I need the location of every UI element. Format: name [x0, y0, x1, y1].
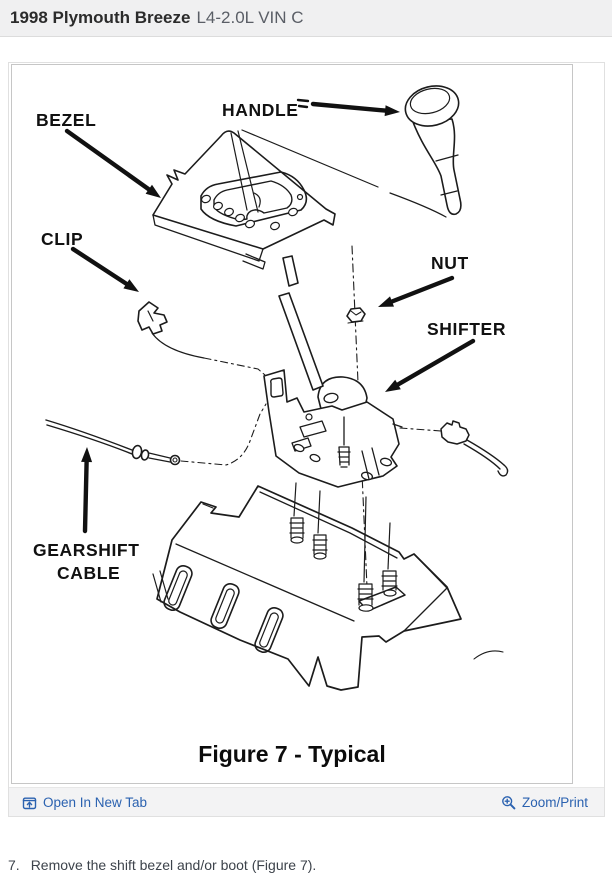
open-in-new-tab-icon — [22, 797, 37, 809]
clip-arrow — [70, 246, 139, 292]
figure-card: BEZEL HANDLE CLIP NUT SHIFTER GEARSHIFT … — [8, 62, 605, 817]
shift-lever-rod — [278, 292, 324, 391]
right-cable-drawing — [399, 420, 509, 477]
shifter-label: SHIFTER — [427, 319, 506, 339]
figure-toolbar: Open In New Tab Zoom/Print — [9, 787, 604, 816]
shifter-arrow — [385, 338, 476, 392]
clip-drawing — [137, 301, 266, 376]
alignment-axis-line — [351, 245, 368, 588]
zoom-magnifier-icon — [502, 795, 516, 809]
callout-arrows — [64, 98, 476, 534]
open-in-new-tab-link[interactable]: Open In New Tab — [22, 795, 147, 810]
vehicle-header: 1998 Plymouth Breeze L4-2.0L VIN C — [0, 0, 612, 37]
exploded-view-diagram: BEZEL HANDLE CLIP NUT SHIFTER GEARSHIFT … — [33, 85, 509, 767]
background-arc — [473, 650, 504, 660]
bezel-arrow — [64, 128, 161, 198]
floor-panel-drawing — [152, 485, 462, 691]
mounting-studs-drawing — [289, 482, 406, 612]
panel-rib-slot — [210, 582, 240, 630]
zoom-print-link[interactable]: Zoom/Print — [501, 795, 588, 810]
bezel-drawing — [152, 129, 447, 270]
gearshift-cable-drawing — [45, 403, 267, 466]
gearshift-cable-label-line1: GEARSHIFT — [33, 540, 140, 560]
panel-rib-slot — [163, 564, 193, 612]
clip-label: CLIP — [41, 229, 83, 249]
handle-drawing — [404, 85, 462, 216]
nut-drawing — [346, 307, 366, 324]
bezel-button-holes — [201, 193, 304, 231]
nut-arrow — [378, 275, 455, 307]
shift-lever-rod-upper — [282, 255, 299, 287]
figure-caption: Figure 7 - Typical — [198, 741, 385, 767]
nut-label: NUT — [431, 253, 469, 273]
step-text: Remove the shift bezel and/or boot (Figu… — [30, 857, 317, 873]
zoom-print-label: Zoom/Print — [521, 794, 588, 810]
figure-image-frame: BEZEL HANDLE CLIP NUT SHIFTER GEARSHIFT … — [11, 64, 573, 784]
open-in-new-tab-label: Open In New Tab — [43, 794, 148, 810]
instruction-step: 7. Remove the shift bezel and/or boot (F… — [0, 857, 612, 873]
gearshift-cable-arrow — [81, 447, 93, 534]
vehicle-engine-subtitle: L4-2.0L VIN C — [196, 8, 304, 27]
bezel-label: BEZEL — [36, 110, 96, 130]
shifter-drawing — [263, 255, 403, 488]
vehicle-title: 1998 Plymouth Breeze — [10, 8, 191, 27]
gearshift-cable-label-line2: CABLE — [57, 563, 120, 583]
handle-arrow — [296, 98, 400, 117]
step-number: 7. — [8, 857, 20, 873]
handle-label: HANDLE — [222, 100, 299, 120]
panel-rib-slot — [254, 606, 284, 654]
